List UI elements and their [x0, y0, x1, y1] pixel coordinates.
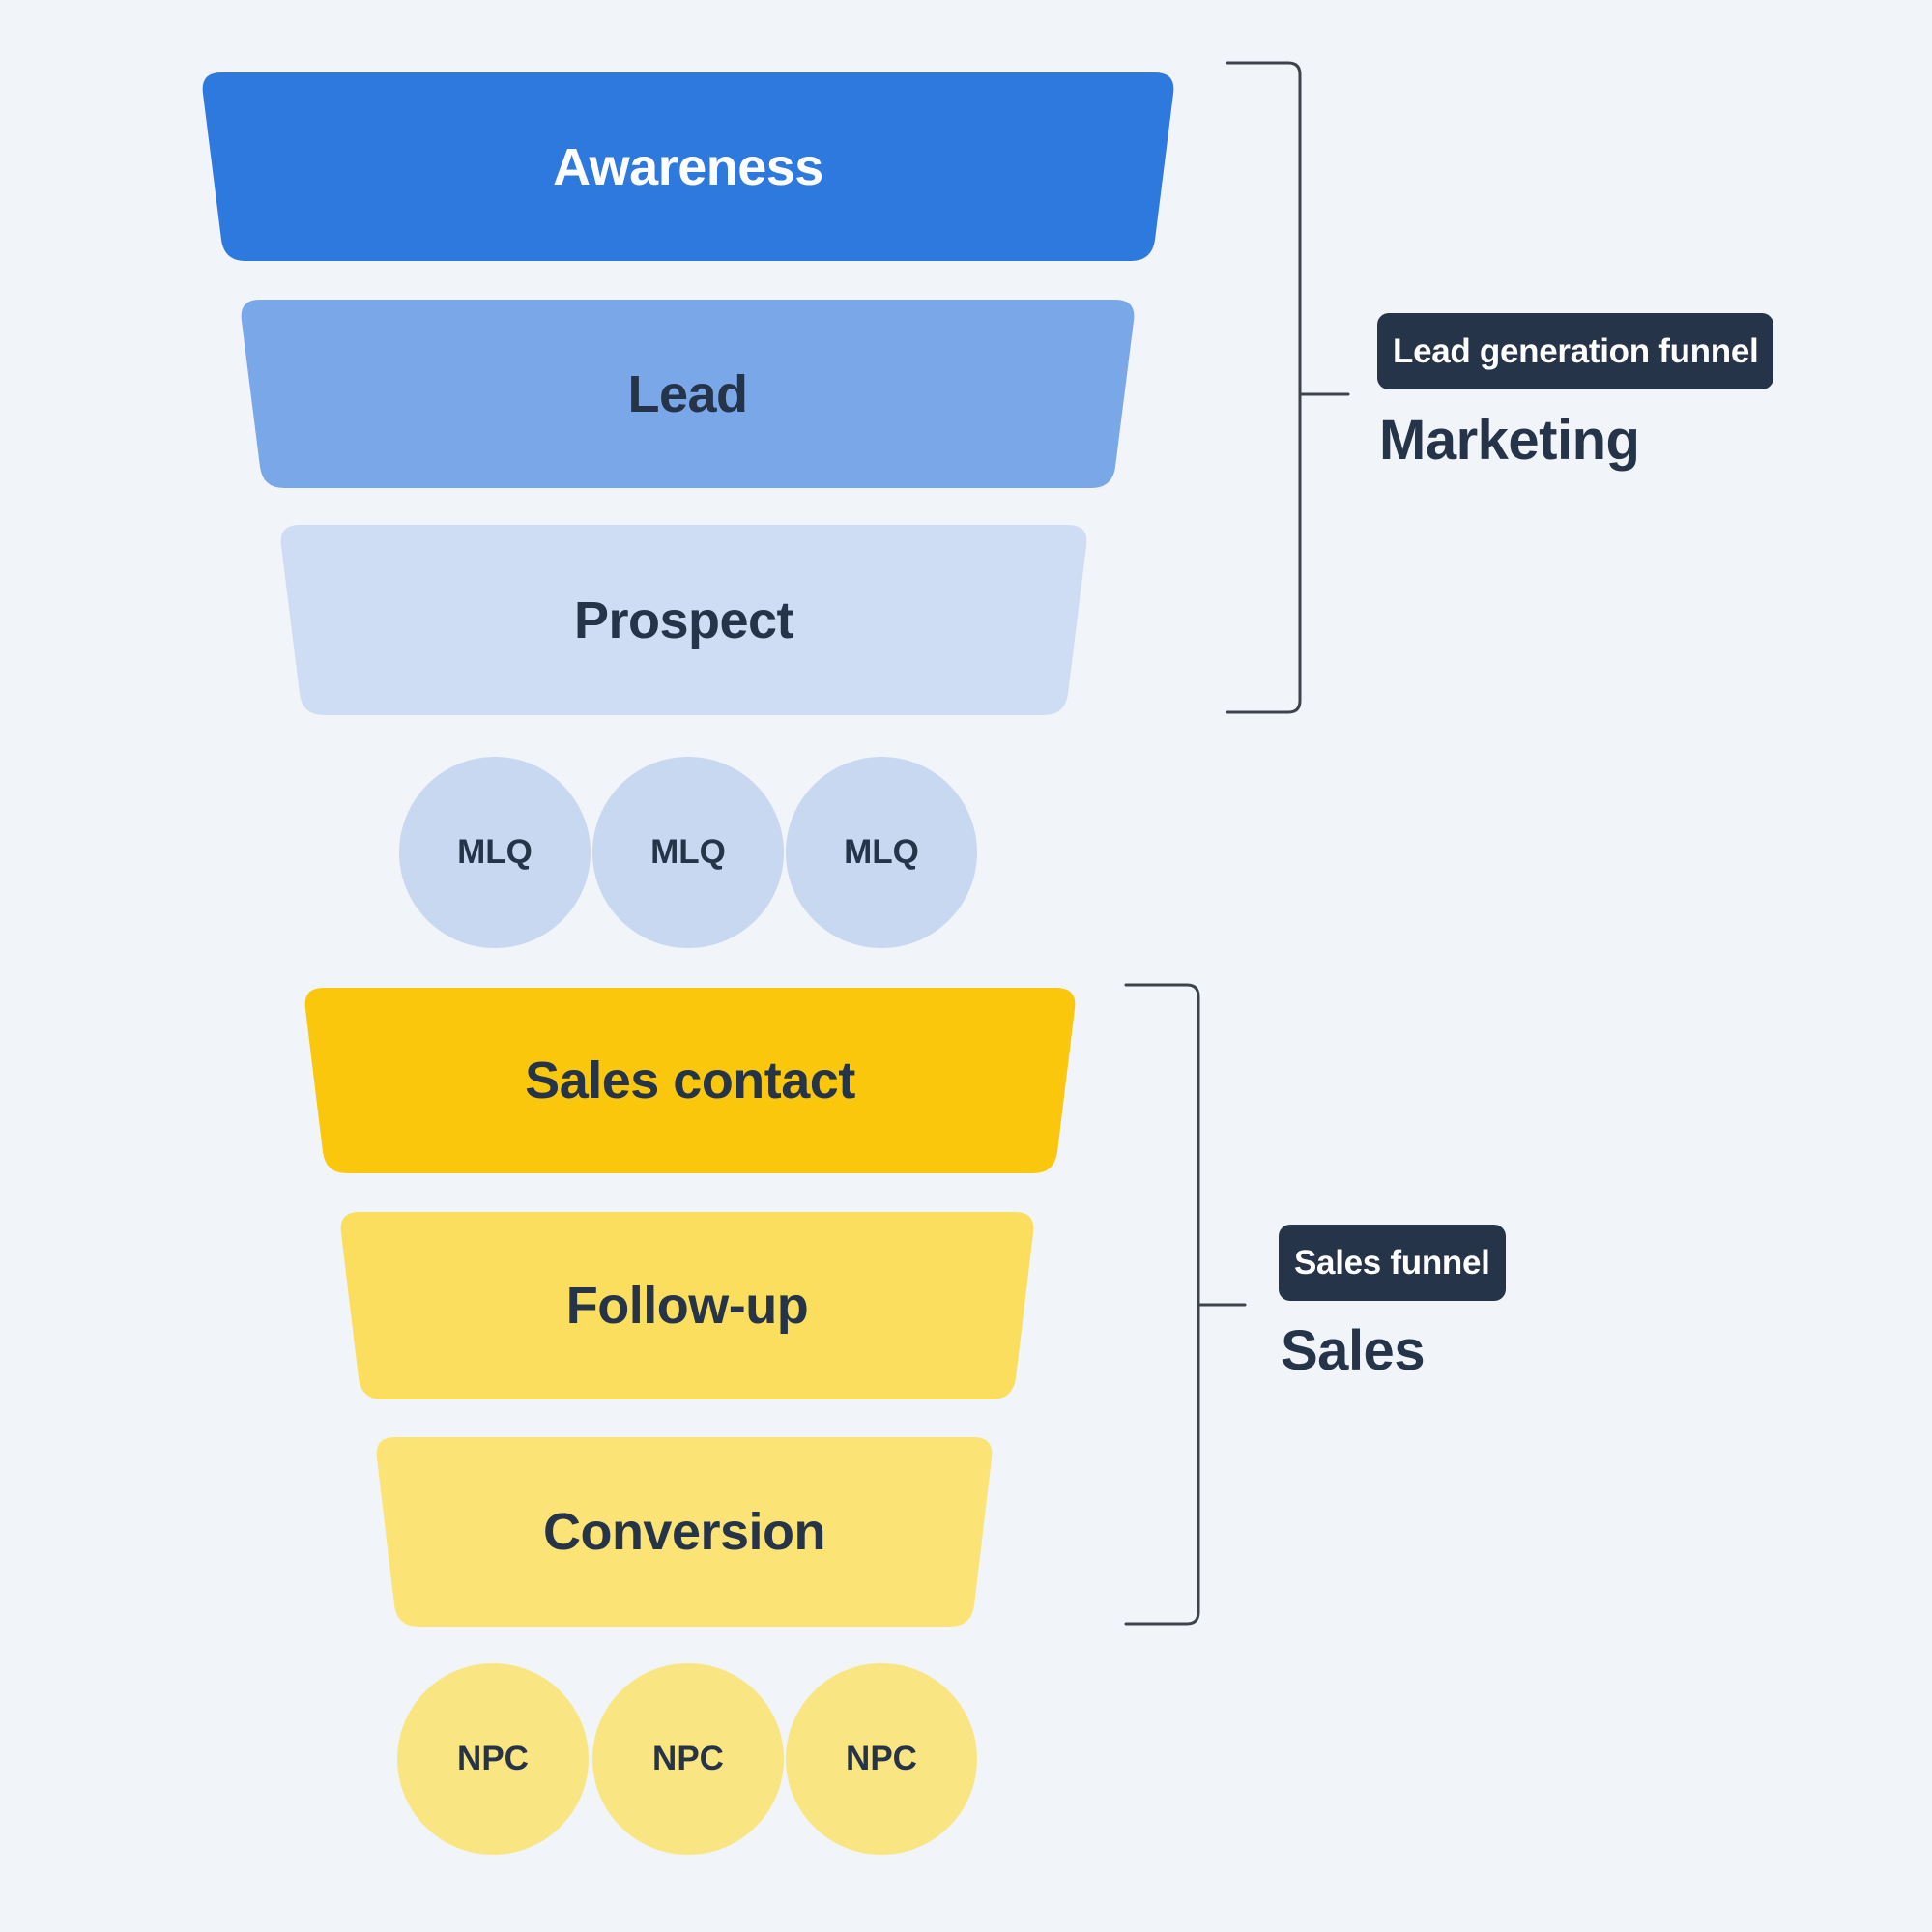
- npc-circle-label-3: NPC: [846, 1740, 917, 1777]
- follow-up-stage-label: Follow-up: [565, 1277, 809, 1335]
- prospect-stage-shape: [280, 525, 1087, 715]
- mlq-circle-label-3: MLQ: [844, 833, 919, 871]
- sales-bracket: [1124, 983, 1247, 1626]
- lead-generation-funnel-badge: Lead generation funnel: [1377, 313, 1774, 389]
- mlq-circle-label-2: MLQ: [650, 833, 726, 871]
- npc-circle-label-1: NPC: [457, 1740, 529, 1777]
- mlq-circle-3: [786, 757, 977, 948]
- mlq-circle-1: [399, 757, 591, 948]
- prospect-stage-label: Prospect: [573, 591, 794, 649]
- npc-circle-3: [786, 1663, 977, 1855]
- lead-stage-shape: [241, 300, 1135, 488]
- follow-up-stage-shape: [340, 1212, 1034, 1399]
- awareness-stage-shape: [202, 72, 1174, 261]
- sales-funnel-badge: Sales funnel: [1279, 1225, 1506, 1301]
- mlq-circle-label-1: MLQ: [457, 833, 533, 871]
- npc-circle-1: [397, 1663, 589, 1855]
- conversion-stage-shape: [376, 1437, 993, 1627]
- sales-title: Sales: [1281, 1319, 1426, 1382]
- npc-circle-2: [592, 1663, 784, 1855]
- awareness-stage-label: Awareness: [553, 137, 823, 196]
- conversion-stage-label: Conversion: [542, 1503, 826, 1561]
- lead-stage-label: Lead: [627, 364, 748, 423]
- mlq-circle-2: [592, 757, 784, 948]
- npc-circle-label-2: NPC: [652, 1740, 724, 1777]
- sales-contact-stage-shape: [304, 988, 1076, 1173]
- marketing-bracket: [1226, 61, 1350, 714]
- sales-contact-stage-label: Sales contact: [525, 1052, 855, 1110]
- marketing-title: Marketing: [1379, 409, 1640, 472]
